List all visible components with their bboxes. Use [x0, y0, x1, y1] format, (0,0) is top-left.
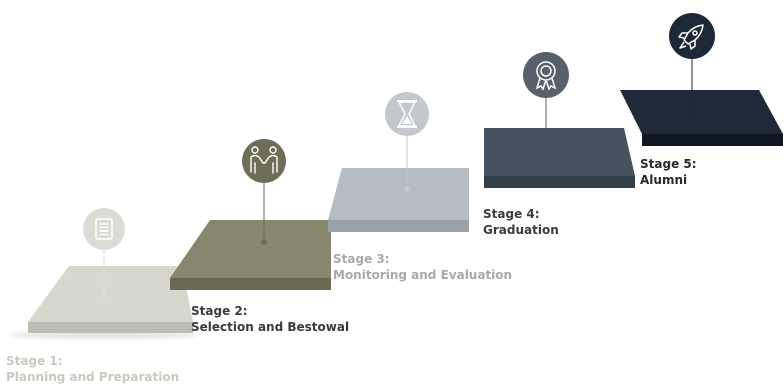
stage-3-name: Monitoring and Evaluation	[333, 268, 513, 282]
stage-5-number: Stage 5:	[640, 157, 697, 171]
hourglass-icon	[397, 100, 417, 128]
stage-4-platform-top	[484, 128, 635, 176]
stage-2-step	[170, 139, 331, 290]
stage-4-label: Stage 4: Graduation	[483, 206, 559, 238]
stage-3-pin	[404, 186, 410, 192]
stage-3-platform-top	[328, 168, 469, 220]
stage-1-number: Stage 1:	[6, 354, 63, 368]
stage-5-platform-top	[620, 90, 783, 134]
handshake-icon	[250, 146, 278, 174]
stage-5-icon-circle	[669, 13, 715, 59]
stage-1-name: Planning and Preparation	[6, 370, 180, 384]
stage-5-platform-side	[642, 134, 783, 146]
stage-2-platform-side	[170, 278, 331, 290]
stage-2-label: Stage 2: Selection and Bestowal	[191, 303, 349, 335]
stage-3-step	[328, 92, 469, 232]
stage-4-step	[484, 52, 635, 188]
stage-2-pin	[261, 239, 267, 245]
stage-3-label: Stage 3: Monitoring and Evaluation	[333, 251, 512, 283]
stage-5-label: Stage 5: Alumni	[640, 156, 697, 188]
stage-5-pin	[689, 109, 695, 115]
stage-1-label: Stage 1: Planning and Preparation	[6, 353, 179, 385]
stage-5-step	[620, 13, 783, 146]
stage-4-number: Stage 4:	[483, 207, 540, 221]
rocket-icon	[678, 24, 704, 50]
stage-1-step	[9, 208, 199, 339]
stage-1-icon-circle	[83, 208, 125, 250]
stage-1-platform-side	[28, 322, 193, 333]
stage-3-number: Stage 3:	[333, 252, 390, 266]
stage-1-platform-top	[28, 266, 193, 322]
stage-5-name: Alumni	[640, 173, 688, 187]
stage-1-pin	[101, 292, 107, 298]
stage-4-icon-circle	[523, 52, 569, 98]
stage-4-platform-side	[484, 176, 635, 188]
stage-2-number: Stage 2:	[191, 304, 248, 318]
stage-2-platform-top	[170, 220, 331, 278]
stage-3-icon-circle	[385, 92, 429, 136]
clipboard-icon	[95, 218, 113, 240]
stage-3-platform-side	[328, 220, 469, 232]
stage-4-name: Graduation	[483, 223, 559, 237]
stage-2-name: Selection and Bestowal	[191, 320, 350, 334]
award-ribbon-icon	[535, 61, 557, 91]
stage-2-icon-circle	[242, 139, 286, 183]
